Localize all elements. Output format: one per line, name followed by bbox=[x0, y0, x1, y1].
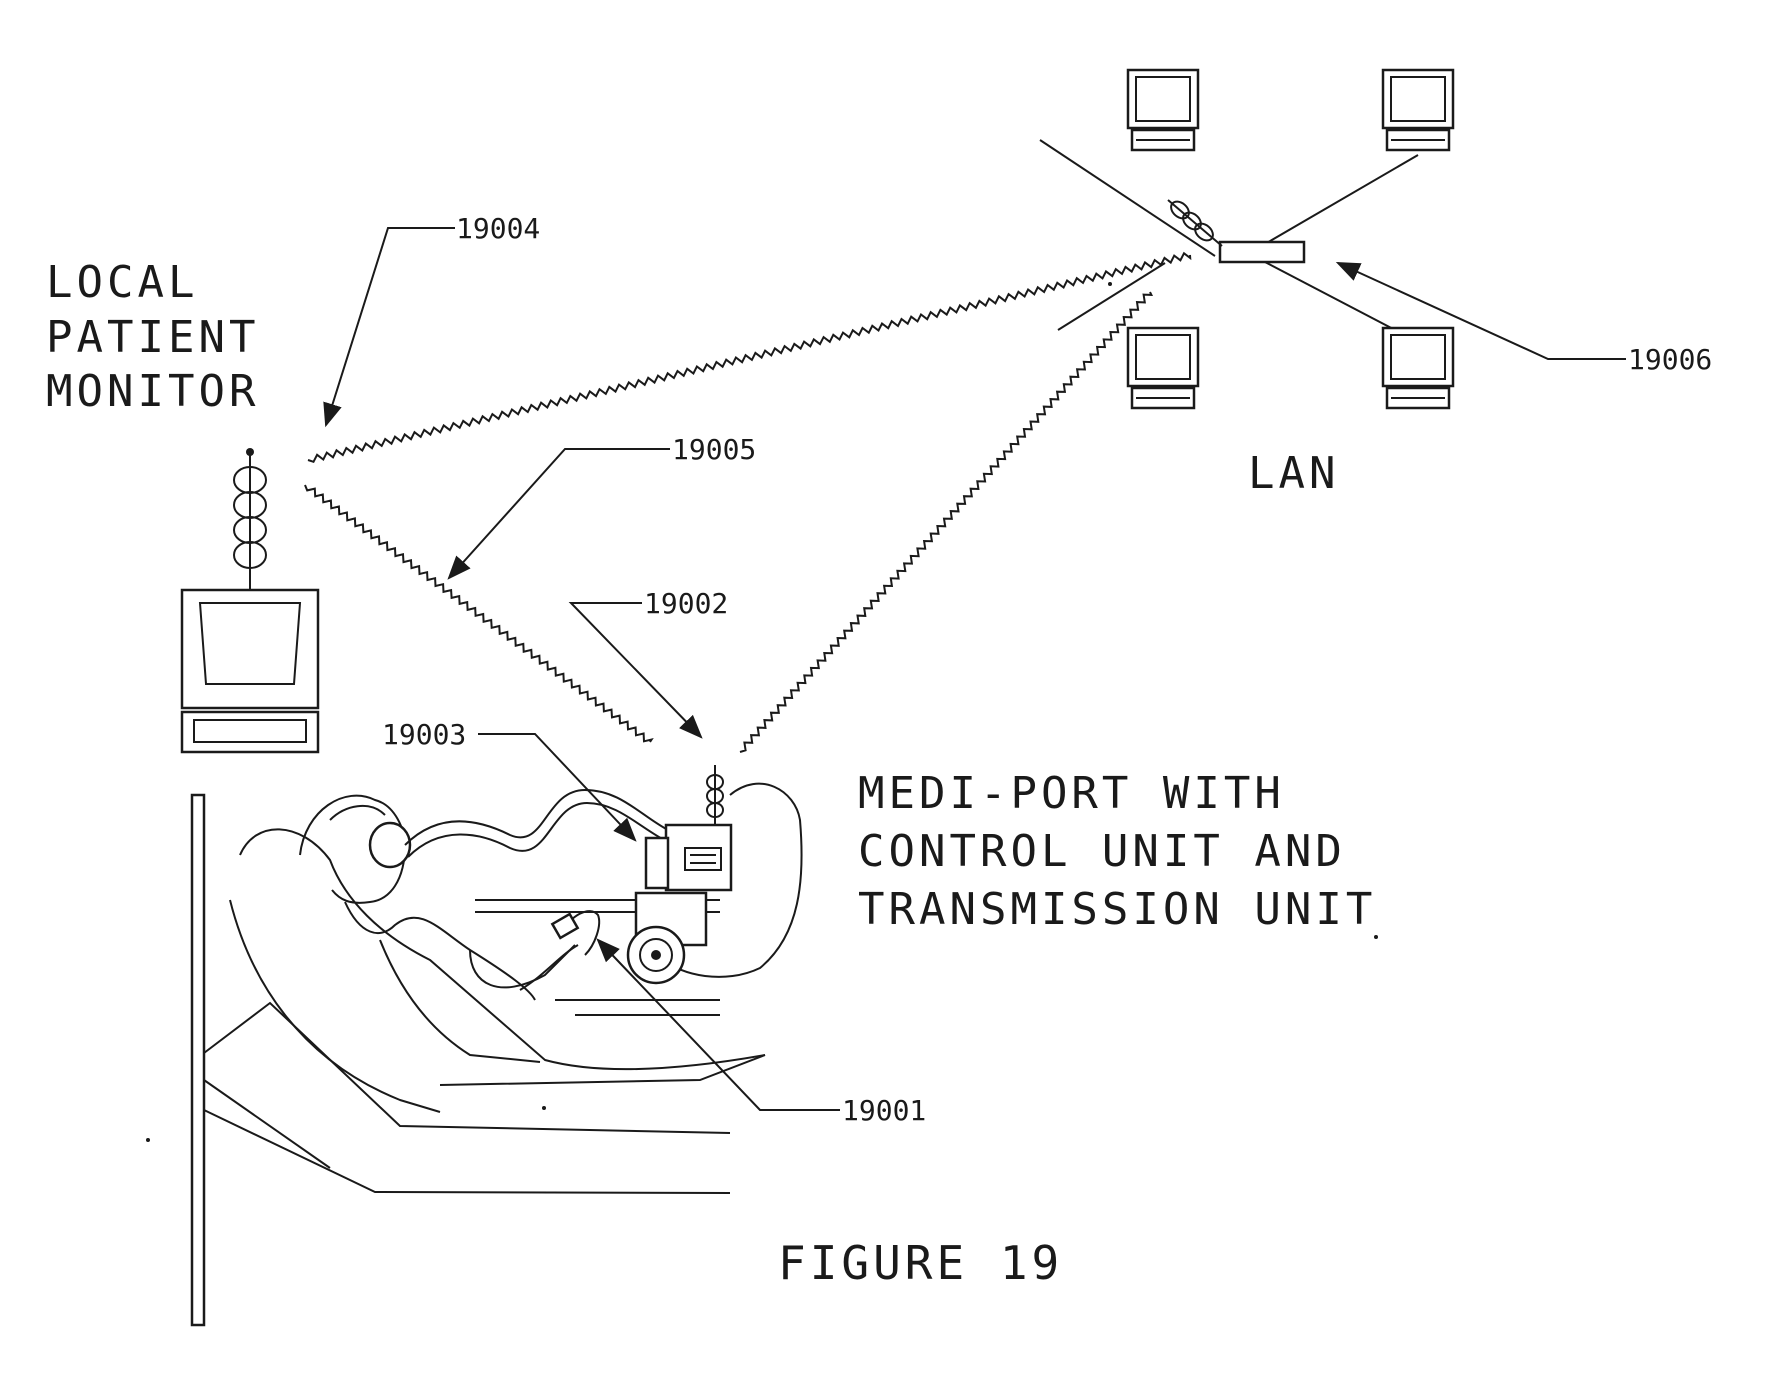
monitor-screen-housing bbox=[182, 590, 318, 708]
ref-19005-label: 19005 bbox=[672, 433, 756, 466]
lan-antenna-coil bbox=[1168, 198, 1222, 246]
lan-hub bbox=[1220, 242, 1304, 262]
lan-computer-3 bbox=[1128, 328, 1198, 408]
label-local: LOCAL bbox=[46, 257, 198, 308]
oxygen-mask bbox=[370, 823, 410, 867]
medi-port-label-line-3: TRANSMISSION UNIT bbox=[858, 884, 1376, 935]
medi-port-label-line-1: MEDI-PORT WITH bbox=[858, 768, 1285, 819]
medi-port-label-line-2: CONTROL UNIT AND bbox=[858, 826, 1346, 877]
patient-shoulder bbox=[345, 902, 535, 1000]
ref-19002-label: 19002 bbox=[644, 587, 728, 620]
ref-19002: 19002 bbox=[571, 587, 728, 737]
wireless-link-monitor-to-lan bbox=[308, 253, 1190, 461]
bed-headboard bbox=[192, 795, 204, 1325]
ref-19006-label: 19006 bbox=[1628, 343, 1712, 376]
local-monitor-computer bbox=[182, 448, 318, 752]
medi-port-unit bbox=[628, 765, 802, 983]
monitor-antenna-tip bbox=[246, 448, 254, 456]
ref-19004: 19004 bbox=[326, 212, 540, 425]
wireless-link-medi-port-to-lan bbox=[740, 292, 1151, 752]
wireless-link-monitor-to-medi-port bbox=[305, 485, 652, 742]
label-patient: PATIENT bbox=[46, 312, 259, 363]
ref-19001-label: 19001 bbox=[842, 1094, 926, 1127]
ref-19005: 19005 bbox=[449, 433, 756, 578]
local-patient-monitor-label: LOCAL PATIENT MONITOR bbox=[46, 257, 259, 417]
lan-computer-4 bbox=[1383, 328, 1453, 408]
monitor-keyboard bbox=[182, 712, 318, 752]
lan-network: LAN bbox=[1040, 70, 1453, 499]
ref-19003-label: 19003 bbox=[382, 718, 466, 751]
lan-computer-2 bbox=[1383, 70, 1453, 150]
label-monitor: MONITOR bbox=[46, 366, 259, 417]
lan-label: LAN bbox=[1248, 448, 1339, 499]
lan-computer-1 bbox=[1128, 70, 1198, 150]
figure-caption: FIGURE 19 bbox=[778, 1236, 1063, 1290]
patient-arm bbox=[470, 945, 575, 987]
ref-19003: 19003 bbox=[382, 718, 635, 840]
ref-19004-label: 19004 bbox=[456, 212, 540, 245]
